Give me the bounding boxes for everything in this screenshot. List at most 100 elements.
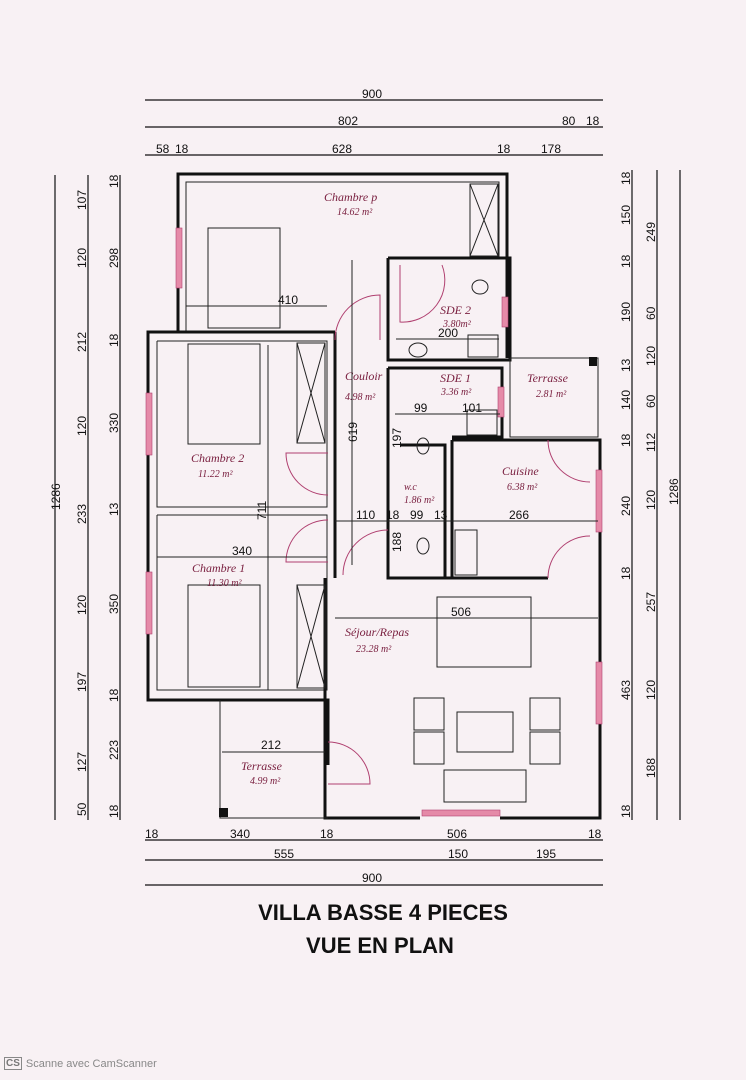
plan-title: VILLA BASSE 4 PIECES (258, 900, 508, 925)
dim-label: 80 (562, 114, 576, 128)
dimensions-top: 900 802 80 18 58 18 628 18 178 (145, 87, 603, 156)
dim-label: 257 (644, 592, 658, 612)
dim-label: 18 (107, 804, 121, 818)
dim-label: 350 (107, 594, 121, 614)
dim-label: 18 (619, 804, 633, 818)
furniture (187, 183, 561, 803)
room-area: 3.80m² (442, 319, 472, 330)
dim-label: 13 (619, 358, 633, 372)
dim-label: 127 (75, 752, 89, 772)
dim-label: 107 (75, 190, 89, 210)
dim-label: 120 (75, 416, 89, 436)
room-name: Couloir (345, 369, 383, 383)
dim-label: 188 (644, 758, 658, 778)
dim-label: 140 (619, 390, 633, 410)
dim-label: 99 (414, 401, 428, 415)
dim-label: 506 (451, 605, 471, 619)
toilet-icon (471, 279, 489, 295)
dim-label: 18 (619, 566, 633, 580)
dim-label: 233 (75, 504, 89, 524)
room-name: Chambre 1 (192, 561, 245, 575)
dim-label: 18 (320, 827, 334, 841)
dim-label: 711 (255, 501, 269, 520)
toilet-icon (416, 437, 430, 455)
dim-label: 18 (588, 827, 602, 841)
armchair-icon (413, 731, 445, 765)
dim-label: 60 (644, 394, 658, 408)
dining-table-icon (436, 596, 532, 668)
room-area: 3.36 m² (440, 387, 472, 398)
dim-label: 212 (261, 738, 281, 752)
room-area: 23.28 m² (356, 644, 392, 655)
room-name: Terrasse (527, 371, 569, 385)
room-name: Séjour/Repas (345, 625, 409, 639)
dim-label: 463 (619, 680, 633, 700)
dim-label: 266 (509, 508, 529, 522)
room-name: Chambre p (324, 190, 377, 204)
dim-label: 190 (619, 302, 633, 322)
dimensions-inner: 410 200 619 711 110 18 99 13 266 340 506… (157, 260, 598, 753)
dim-label: 18 (107, 688, 121, 702)
dim-label: 120 (75, 595, 89, 615)
toilet-icon (416, 537, 430, 555)
dimensions-left: 1286 50 127 197 120 233 120 212 120 107 … (49, 174, 121, 820)
dim-label: 13 (107, 502, 121, 516)
dim-label: 120 (644, 490, 658, 510)
room-area: 1.86 m² (404, 495, 435, 506)
dim-label: 240 (619, 496, 633, 516)
room-area: 11.30 m² (207, 578, 242, 589)
room-name: SDE 2 (440, 303, 471, 317)
dim-label: 120 (644, 346, 658, 366)
dim-label: 120 (644, 680, 658, 700)
dim-label: 110 (356, 508, 375, 522)
dim-label: 900 (362, 871, 382, 885)
dim-label: 619 (346, 422, 360, 442)
wardrobe-icon (296, 183, 499, 689)
dim-label: 18 (145, 827, 159, 841)
dim-label: 99 (410, 508, 424, 522)
room-labels: Chambre p 14.62 m² SDE 2 3.80m² Couloir … (191, 190, 569, 787)
bed-icon (207, 227, 281, 329)
room-area: 4.99 m² (250, 776, 281, 787)
dim-label: 506 (447, 827, 467, 841)
plan-subtitle: VUE EN PLAN (306, 933, 454, 958)
dim-label: 18 (619, 254, 633, 268)
room-area: 6.38 m² (507, 482, 538, 493)
room-name: w.c (404, 482, 417, 493)
dim-label: 410 (278, 293, 298, 307)
room-name: Terrasse (241, 759, 283, 773)
dim-label: 178 (541, 142, 561, 156)
room-name: Chambre 2 (191, 451, 244, 465)
dim-label: 112 (644, 433, 658, 452)
dim-label: 212 (75, 332, 89, 352)
coffee-table-icon (456, 711, 514, 753)
dim-label: 60 (644, 306, 658, 320)
dim-label: 18 (619, 433, 633, 447)
dim-label: 197 (390, 428, 404, 448)
camscanner-logo-icon: CS (4, 1057, 22, 1070)
room-area: 2.81 m² (536, 389, 567, 400)
dim-label: 330 (107, 413, 121, 433)
doors (285, 264, 591, 785)
dim-label: 298 (107, 248, 121, 268)
dim-label: 18 (175, 142, 189, 156)
dim-label: 195 (536, 847, 556, 861)
dim-label: 200 (438, 326, 458, 340)
dim-label: 120 (75, 248, 89, 268)
sink-icon (408, 342, 428, 358)
dim-label: 50 (75, 802, 89, 816)
armchair-icon (529, 731, 561, 765)
room-area: 11.22 m² (198, 469, 233, 480)
dim-label: 340 (230, 827, 250, 841)
dim-label: 101 (462, 401, 482, 415)
walls (146, 172, 602, 820)
dim-label: 18 (107, 174, 121, 188)
shower-icon (466, 409, 498, 436)
dim-label: 150 (448, 847, 468, 861)
dim-label: 1286 (49, 483, 63, 510)
dim-label: 628 (332, 142, 352, 156)
kitchen-counter-icon (454, 529, 478, 576)
windows (145, 227, 603, 817)
bed-icon (187, 343, 261, 445)
